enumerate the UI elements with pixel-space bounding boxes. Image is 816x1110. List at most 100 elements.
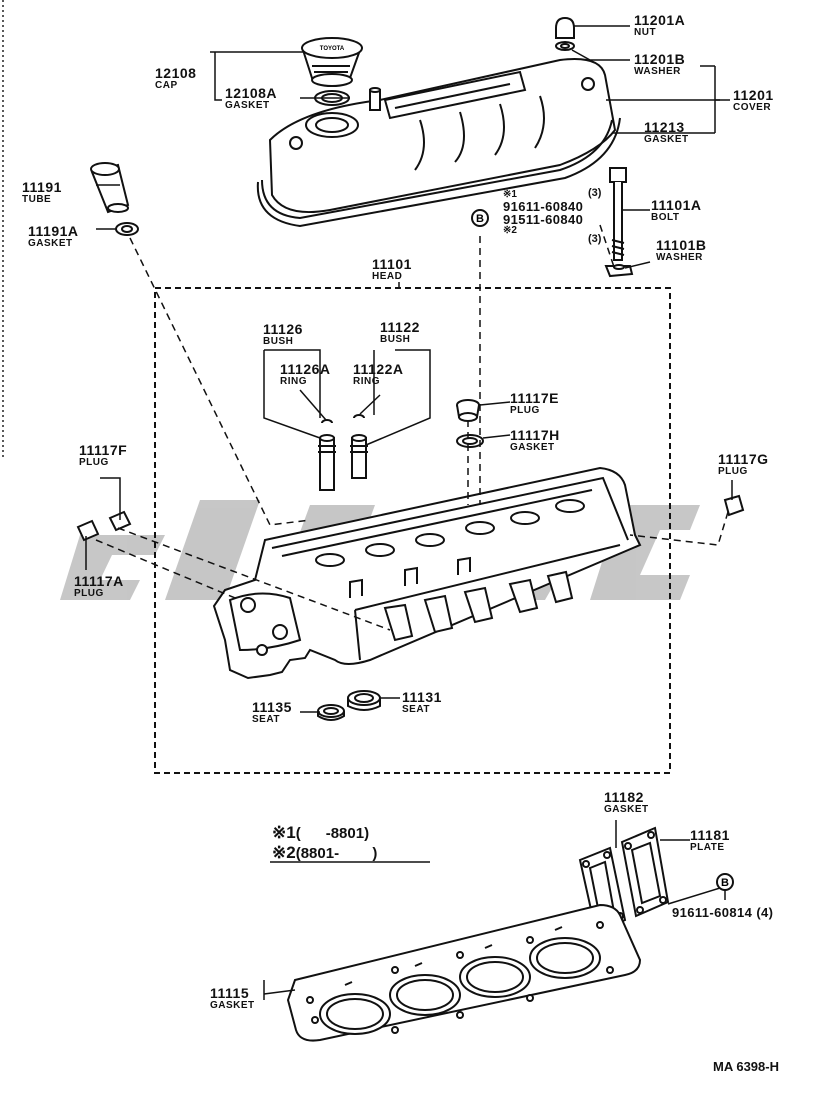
part-number: 11201A (634, 12, 686, 28)
part-number: 11131 (402, 689, 442, 705)
part-number: 11115 (210, 985, 250, 1001)
oil-filler-cap (301, 37, 363, 87)
valve-seat-right (347, 690, 381, 711)
variant-part-1: 91611-60840 (503, 199, 584, 214)
assembly-dashed-lines (95, 224, 729, 631)
callout-manifold-gasket: 11182 GASKET (604, 790, 649, 815)
callout-plate: 11181 PLATE (690, 828, 730, 853)
circle-b-plate-letter: B (721, 877, 729, 889)
gasket-h-ring (456, 434, 484, 448)
part-name: SEAT (402, 704, 430, 715)
part-number: 11101B (656, 237, 707, 253)
callout-ring-right: 11122A RING (353, 362, 404, 387)
part-name: GASKET (28, 238, 73, 249)
callout-cover: 11201 COVER (733, 88, 774, 113)
leader-lines (85, 25, 733, 1000)
callout-plug-g: 11117G PLUG (718, 452, 769, 477)
note-mark-1: ※1 (272, 823, 296, 842)
part-number: 11122A (353, 361, 404, 377)
part-name: RING (280, 376, 307, 387)
valve-guide-rings (321, 414, 365, 424)
callout-cover-gasket: 11213 GASKET (644, 120, 689, 145)
part-number: 12108 (155, 65, 197, 81)
cover-nut (555, 16, 575, 51)
spark-plug-tube (90, 162, 130, 214)
part-name: BUSH (380, 334, 411, 345)
circle-b-bolt (471, 209, 489, 227)
note-line-2: ※2(8801- ) (272, 844, 377, 862)
part-number: 11181 (690, 827, 730, 843)
bolt-qty-2: (3) (588, 233, 602, 245)
part-number: 11126 (263, 321, 303, 337)
circle-b-plate (716, 873, 734, 900)
head-gasket (286, 903, 642, 1042)
cap-logo-text: TOYOTA (320, 46, 345, 52)
part-name: SEAT (252, 714, 280, 725)
callout-plug-a: 11117A PLUG (74, 574, 124, 599)
part-name: PLUG (79, 457, 109, 468)
part-number: 12108A (225, 85, 278, 101)
part-name: PLUG (718, 466, 748, 477)
cover-gasket-outline (256, 117, 621, 228)
variant-mark-2: ※2 (503, 225, 517, 236)
part-name: NUT (634, 27, 657, 38)
part-number: 11117G (718, 451, 769, 467)
part-number: 11101A (651, 197, 702, 213)
callout-bush-right: 11122 BUSH (380, 320, 420, 345)
bolt-variants: ※1 91611-60840 91511-60840 ※2 (503, 190, 583, 236)
callout-bush-left: 11126 BUSH (263, 322, 303, 347)
variant-mark-1: ※1 (503, 189, 517, 200)
part-name: WASHER (656, 252, 703, 263)
note-mark-2: ※2 (272, 843, 296, 862)
part-number: 11191A (28, 223, 79, 239)
part-name: PLUG (74, 588, 104, 599)
part-number: 11201B (634, 51, 686, 67)
callout-head-gasket: 11115 GASKET (210, 986, 255, 1011)
part-name: CAP (155, 80, 178, 91)
outlet-plate (620, 826, 670, 918)
part-number: 11182 (604, 789, 644, 805)
callout-cap: 12108 CAP (155, 66, 196, 91)
part-name: GASKET (210, 1000, 255, 1011)
valve-seat-left (317, 704, 345, 721)
part-number: 11122 (380, 319, 420, 335)
plug-e (456, 399, 480, 422)
plate-bolt-part: 91611-60814 (4) (672, 906, 773, 919)
callout-seat-right: 11131 SEAT (402, 690, 442, 715)
callout-tube: 11191 TUBE (22, 180, 62, 205)
plug-g (723, 494, 745, 517)
part-name: WASHER (634, 66, 681, 77)
part-number: 11201 (733, 87, 774, 103)
plug-a (76, 519, 100, 542)
part-number: 11117A (74, 573, 124, 589)
callout-gasket-h: 11117H GASKET (510, 428, 560, 453)
part-number: 11117H (510, 427, 560, 443)
plate-bolt-number: 91611-60814 (4) (672, 905, 774, 920)
cylinder-head-cover (261, 58, 617, 220)
part-number: 11126A (280, 361, 331, 377)
part-name: GASKET (510, 442, 555, 453)
part-name: PLATE (690, 842, 725, 853)
part-name: RING (353, 376, 380, 387)
tube-gasket-ring (115, 222, 139, 236)
part-name: BUSH (263, 336, 294, 347)
callout-bolt-washer: 11101B WASHER (656, 238, 707, 263)
part-name: TUBE (22, 194, 52, 205)
part-number: 11101 (372, 256, 412, 272)
callout-plug-f: 11117F PLUG (79, 443, 127, 468)
part-number: 11135 (252, 699, 292, 715)
cylinder-head (212, 466, 642, 680)
note-range-1: ( -8801) (295, 825, 370, 842)
part-number: 11117F (79, 442, 128, 458)
note-range-2: (8801- ) (295, 845, 378, 862)
callout-cap-gasket: 12108A GASKET (225, 86, 277, 111)
diagram-id: MA 6398-H (713, 1059, 779, 1074)
variant-part-2: 91511-60840 (503, 212, 584, 227)
part-name: COVER (733, 102, 772, 113)
head-bolt (609, 167, 627, 261)
callout-ring-left: 11126A RING (280, 362, 331, 387)
callout-plug-e: 11117E PLUG (510, 391, 559, 416)
valve-guide-bushes (318, 434, 368, 491)
part-number: 11117E (510, 390, 559, 406)
